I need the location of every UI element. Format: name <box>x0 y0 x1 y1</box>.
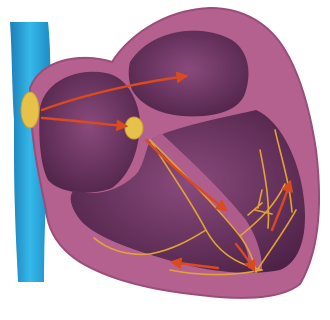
right-atrium <box>39 72 140 193</box>
sa-node <box>21 92 39 128</box>
av-node <box>125 117 143 139</box>
